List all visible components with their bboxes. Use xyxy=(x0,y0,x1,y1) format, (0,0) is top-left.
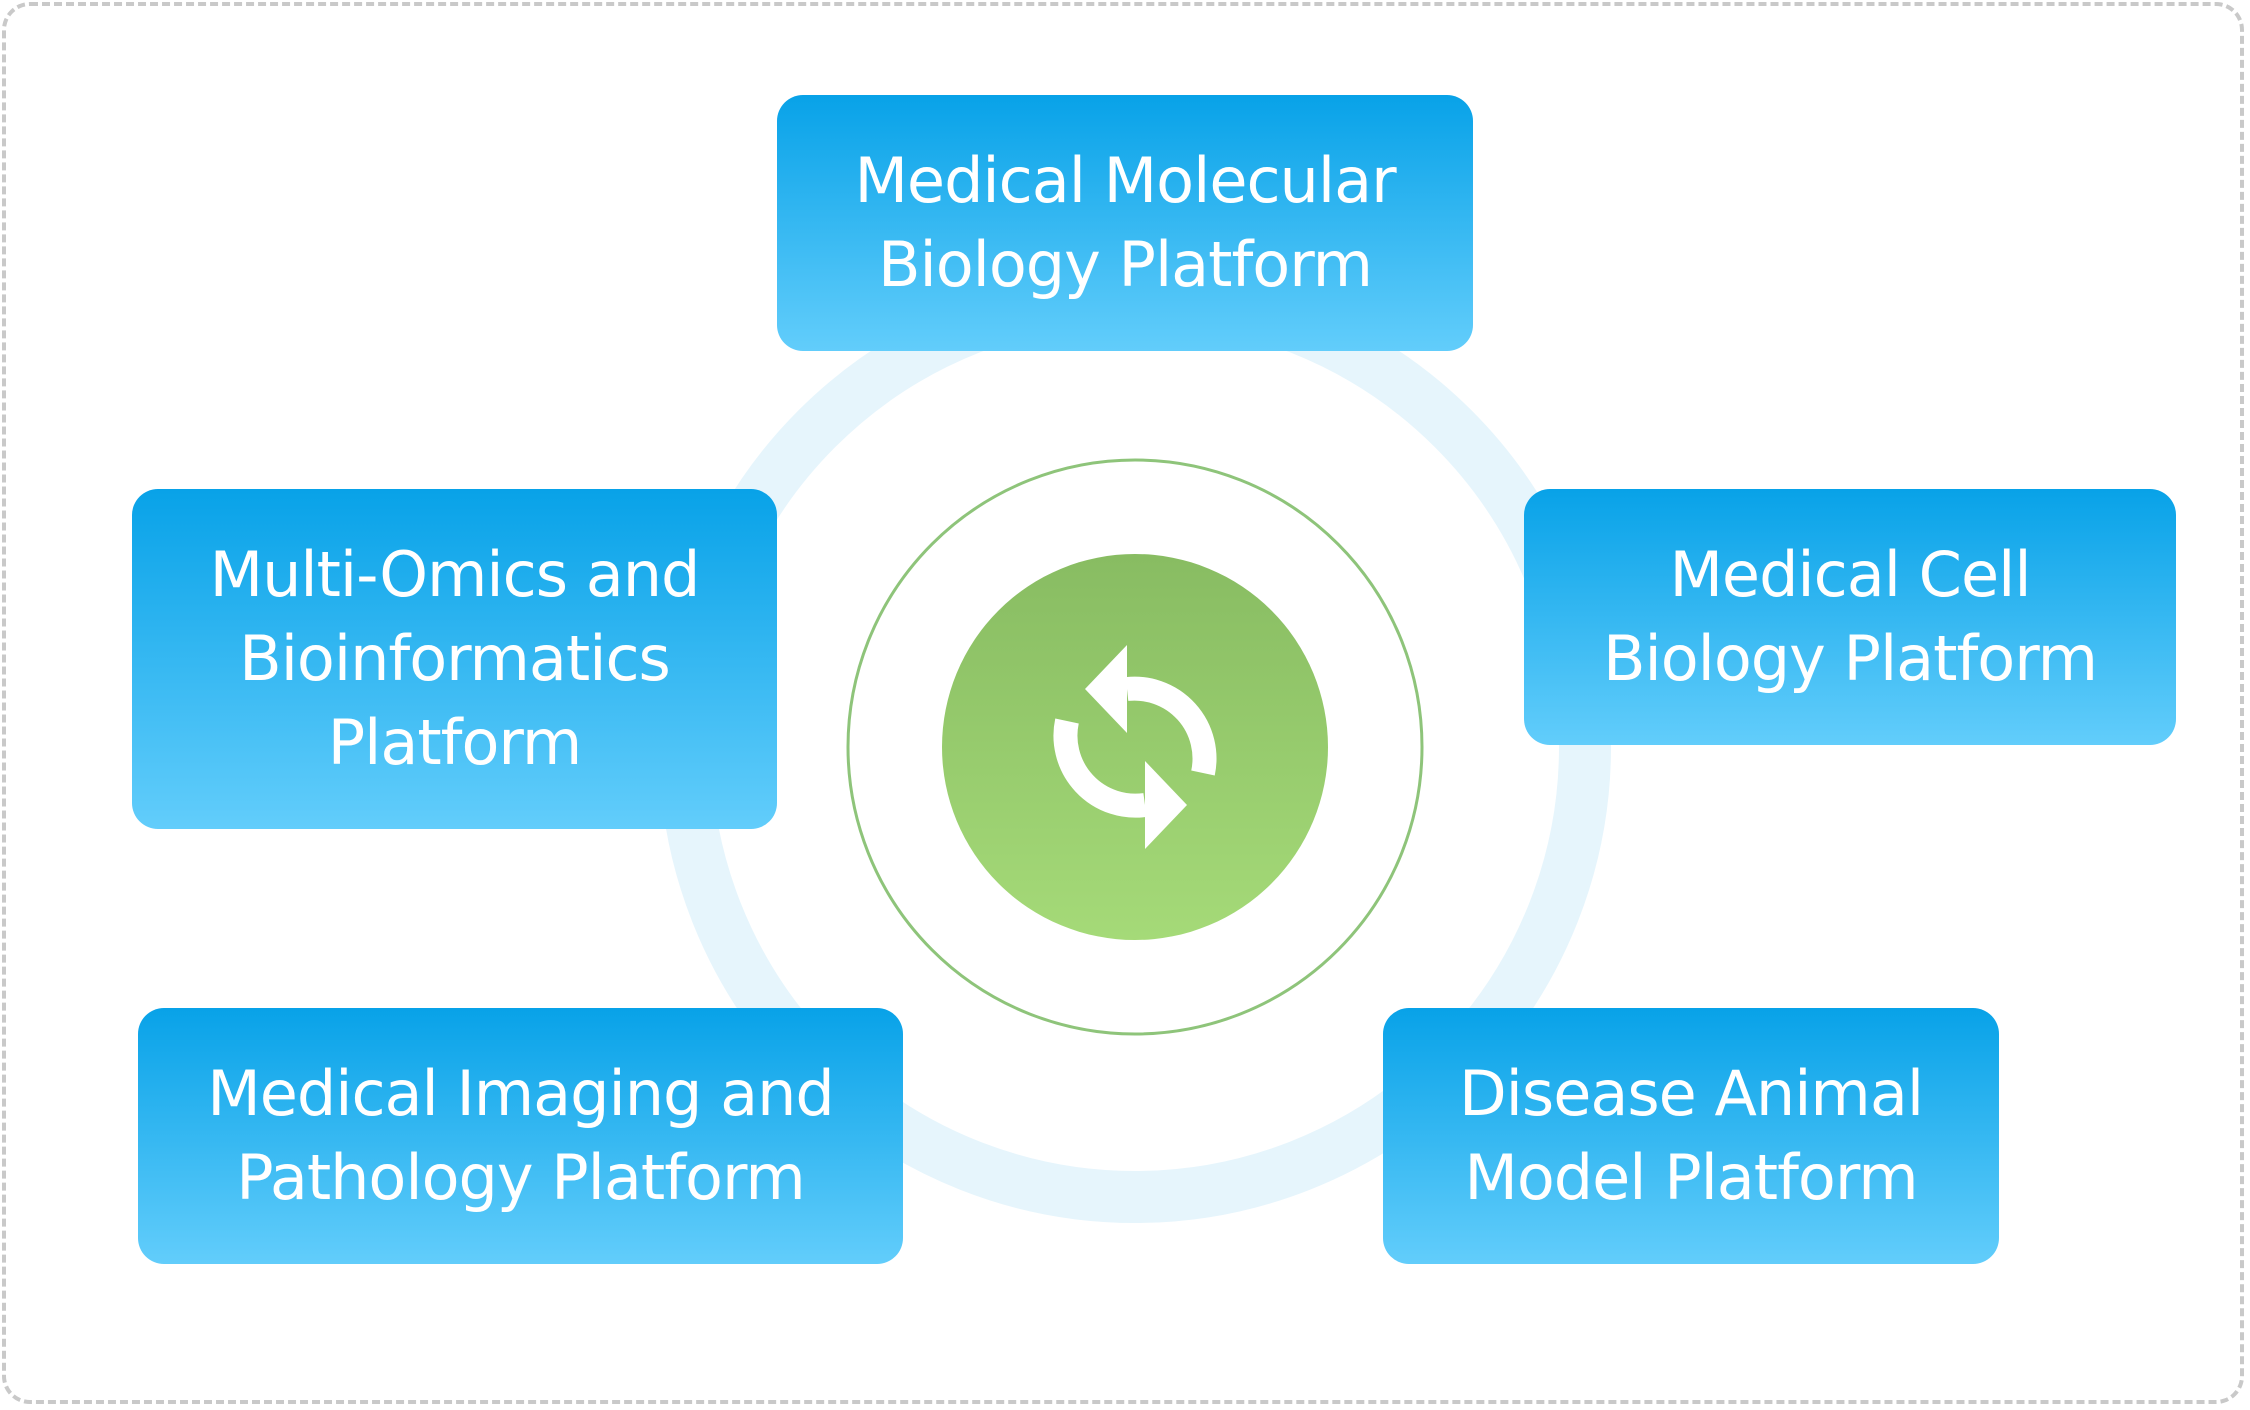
platform-box-multiomics[interactable]: Multi-Omics and Bioinformatics Platform xyxy=(132,489,777,829)
center-hub-button[interactable] xyxy=(942,554,1328,940)
platform-label-line: Bioinformatics xyxy=(239,622,671,695)
platform-box-molecular[interactable]: Medical Molecular Biology Platform xyxy=(777,95,1473,351)
refresh-cycle-icon xyxy=(1053,645,1217,849)
platform-label-line: Medical Molecular xyxy=(854,144,1396,217)
platform-label-line: Medical Cell xyxy=(1669,538,2031,611)
platform-label-line: Disease Animal xyxy=(1458,1057,1924,1130)
platform-label-line: Pathology Platform xyxy=(236,1141,806,1214)
platform-box-imaging[interactable]: Medical Imaging and Pathology Platform xyxy=(138,1008,903,1264)
platform-label-line: Biology Platform xyxy=(1602,622,2098,695)
platform-label-line: Multi-Omics and xyxy=(209,538,701,611)
platform-box-animal[interactable]: Disease Animal Model Platform xyxy=(1383,1008,1999,1264)
platform-label-line: Platform xyxy=(327,706,582,779)
platform-label-line: Medical Imaging and xyxy=(207,1057,834,1130)
platform-label-line: Model Platform xyxy=(1464,1141,1918,1214)
platform-box-cell[interactable]: Medical Cell Biology Platform xyxy=(1524,489,2176,745)
platform-label-line: Biology Platform xyxy=(877,228,1373,301)
